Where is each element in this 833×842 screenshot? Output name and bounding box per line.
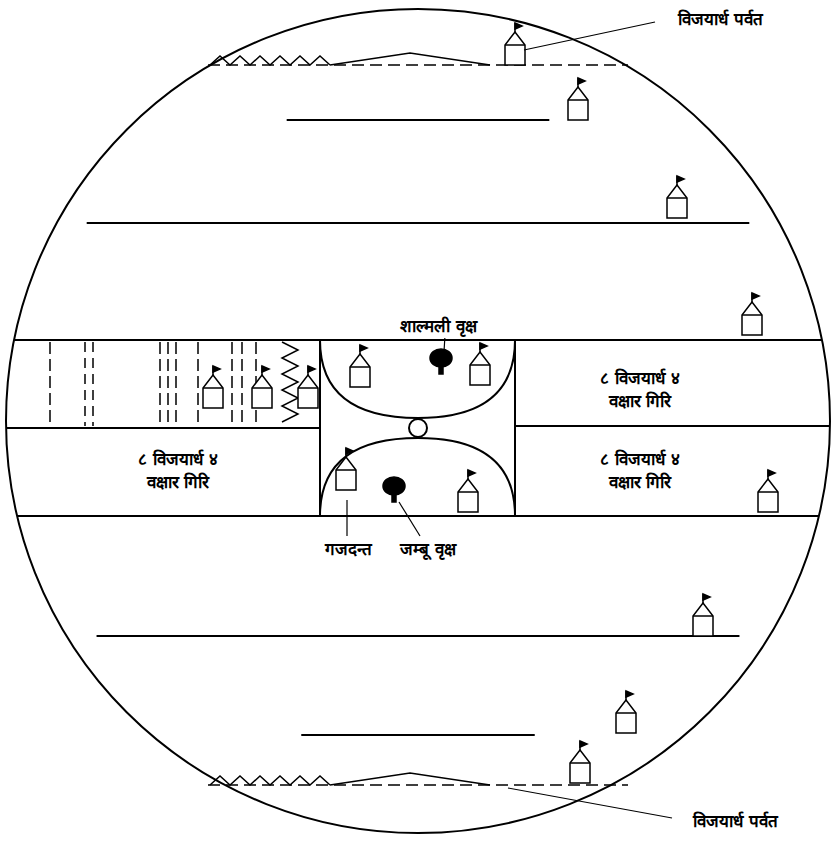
division-line — [167, 342, 169, 426]
temple-icon — [616, 691, 636, 733]
division-line — [241, 342, 243, 426]
temple-icon — [458, 470, 478, 512]
region-label: ८ विजयार्ध ४ वक्षार गिरि — [583, 367, 697, 413]
gajdant-arc — [320, 438, 515, 516]
leader-lines — [347, 22, 672, 818]
region-lines — [6, 65, 830, 785]
temple-icon — [570, 741, 590, 783]
band-line — [87, 222, 750, 224]
division-line — [197, 342, 199, 426]
leader-line — [524, 22, 655, 50]
temple-icon — [693, 594, 713, 636]
videha-border — [319, 340, 321, 516]
temples — [203, 23, 778, 783]
division-line — [84, 342, 86, 426]
temple-icon — [336, 448, 356, 490]
zigzag-outline — [282, 342, 298, 422]
leader-line — [346, 500, 347, 536]
temple-icon — [742, 293, 762, 335]
division-line — [231, 342, 233, 426]
mountain-outline — [210, 773, 490, 785]
tree-symbol — [383, 477, 405, 502]
callout-label: विजयार्ध पर्वत — [676, 8, 765, 31]
division-line — [159, 342, 161, 426]
division-line — [92, 342, 94, 426]
temple-icon — [470, 343, 490, 385]
callout-label: जम्बू वृक्ष — [398, 538, 458, 561]
region-details — [50, 53, 490, 785]
band-line — [17, 515, 819, 517]
band-line — [6, 427, 320, 429]
callout-label: शाल्मली वृक्ष — [398, 315, 479, 338]
band-line — [14, 339, 822, 341]
region-label: ८ विजयार्ध ४ वक्षार गिरि — [121, 448, 235, 494]
mountain-outline — [210, 53, 490, 65]
band-line — [301, 734, 534, 736]
callout-label: गजदन्त — [323, 538, 374, 561]
temple-icon — [505, 23, 525, 65]
band-line — [515, 425, 830, 427]
temple-icon — [203, 366, 223, 408]
temple-icon — [252, 366, 272, 408]
gajdant-arc — [320, 340, 515, 418]
temple-icon — [667, 176, 687, 218]
band-line — [287, 119, 550, 121]
division-line — [175, 342, 177, 426]
temple-icon — [758, 470, 778, 512]
videha-border — [514, 340, 516, 516]
island-outline — [6, 9, 830, 833]
leader-line — [399, 502, 420, 536]
meru-circle — [409, 419, 427, 437]
temple-icon — [350, 345, 370, 387]
leader-line — [508, 788, 672, 818]
division-line — [49, 342, 51, 426]
temple-icon — [298, 366, 318, 408]
band-line — [97, 635, 740, 637]
callout-label: विजयार्ध पर्वत — [691, 810, 780, 833]
tree-symbol — [430, 349, 452, 374]
region-label: ८ विजयार्ध ४ वक्षार गिरि — [583, 448, 697, 494]
temple-icon — [568, 78, 588, 120]
